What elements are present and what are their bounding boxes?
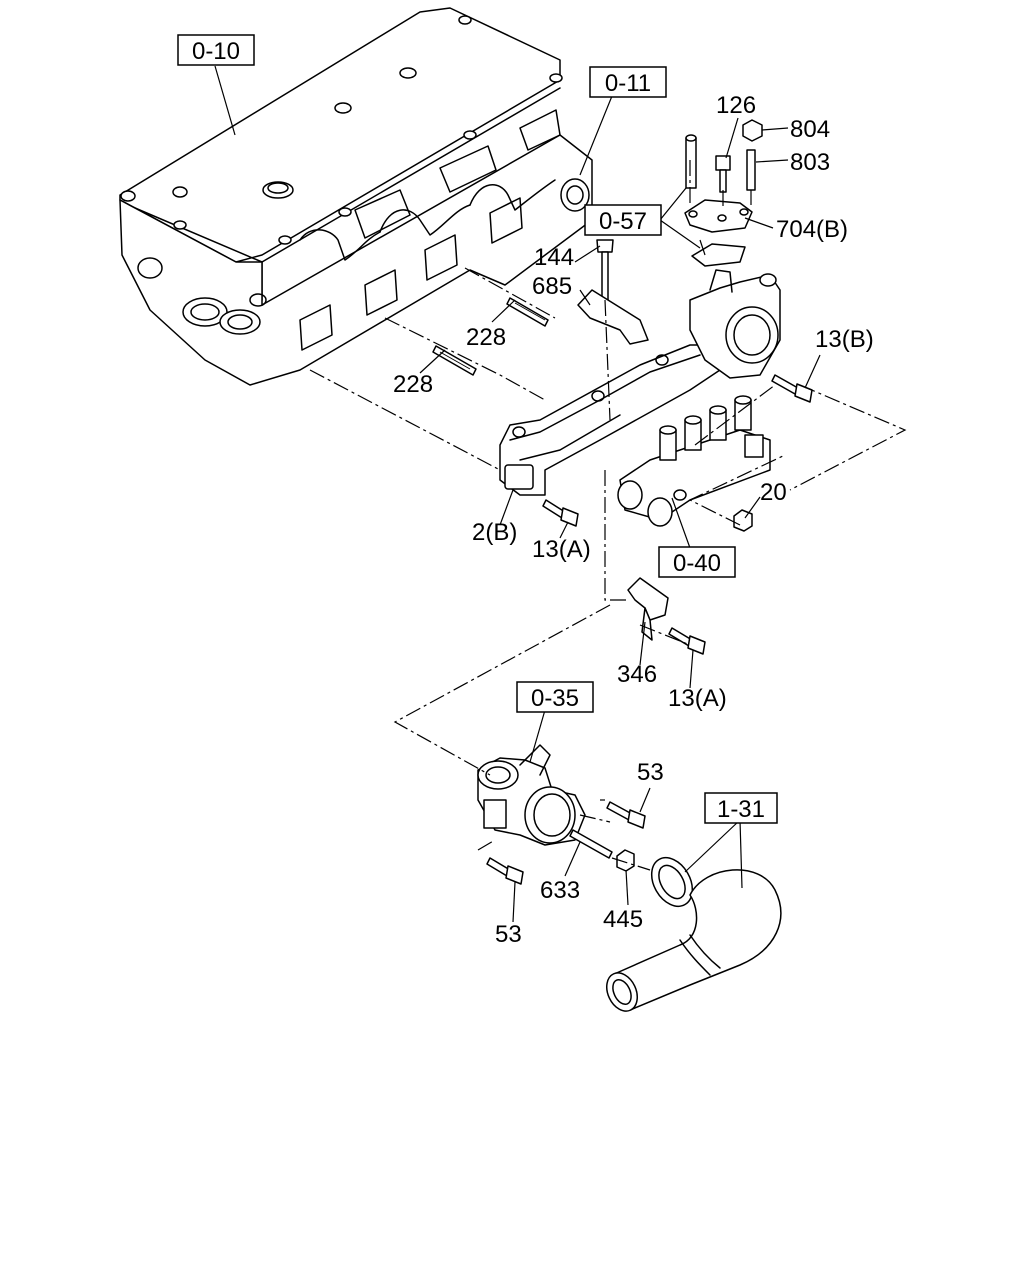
ref-label-0-57: 0-57	[599, 208, 647, 235]
leader-lines	[214, 65, 821, 923]
part-label-2b: 2(B)	[472, 519, 517, 546]
part-label-20: 20	[760, 479, 787, 506]
nut-20	[733, 509, 753, 532]
ref-box-1-31: 1-31	[704, 792, 778, 824]
nut-804	[742, 119, 763, 142]
part-label-228-upper: 228	[466, 324, 506, 351]
ref-box-0-35: 0-35	[516, 681, 594, 713]
part-label-346: 346	[617, 661, 657, 688]
stud-803	[746, 149, 756, 191]
bolt-13a-lower	[668, 627, 706, 655]
rail-assembly	[617, 395, 771, 527]
bracket-685	[577, 289, 649, 345]
part-label-13a-lower: 13(A)	[668, 685, 727, 712]
bolt-13b	[771, 374, 813, 403]
plate-704b	[684, 199, 753, 233]
ref-label-0-40: 0-40	[673, 550, 721, 577]
bolt-13a-upper	[542, 499, 579, 527]
part-label-804: 804	[790, 116, 830, 143]
throttle-body	[477, 744, 586, 846]
gasket-0-57	[691, 243, 746, 267]
stud-0-57	[685, 134, 697, 189]
clamp-346	[627, 577, 669, 641]
part-label-685: 685	[532, 273, 572, 300]
intake-hose	[606, 869, 782, 1012]
part-label-126: 126	[716, 92, 756, 119]
ref-box-0-57: 0-57	[584, 204, 662, 236]
part-label-633: 633	[540, 877, 580, 904]
part-label-144: 144	[534, 244, 574, 271]
part-label-704b: 704(B)	[776, 216, 848, 243]
ref-label-0-35: 0-35	[531, 685, 579, 712]
part-label-53-lower: 53	[495, 921, 522, 948]
part-label-445: 445	[603, 906, 643, 933]
bolt-53-upper	[606, 801, 646, 829]
cylinder-head	[119, 7, 593, 386]
bolt-144	[596, 239, 614, 301]
stud-633	[569, 829, 613, 859]
stud-228-upper	[506, 297, 549, 327]
bolt-53-lower	[486, 857, 524, 885]
part-label-53-upper: 53	[637, 759, 664, 786]
intake-manifold	[499, 269, 781, 496]
ref-box-0-11: 0-11	[589, 66, 667, 98]
bolt-126	[715, 155, 731, 193]
part-label-228-lower: 228	[393, 371, 433, 398]
part-label-13b: 13(B)	[815, 326, 874, 353]
nut-445	[616, 849, 635, 872]
hose-clamp	[650, 857, 694, 907]
ref-label-0-11: 0-11	[605, 70, 651, 97]
ref-label-1-31: 1-31	[717, 796, 765, 823]
ref-box-0-10: 0-10	[177, 34, 255, 66]
part-label-13a-upper: 13(A)	[532, 536, 591, 563]
assembly-lines	[309, 160, 907, 871]
part-label-803: 803	[790, 149, 830, 176]
ref-label-0-10: 0-10	[192, 38, 240, 65]
stud-228-lower	[432, 345, 477, 376]
ref-box-0-40: 0-40	[658, 546, 736, 578]
